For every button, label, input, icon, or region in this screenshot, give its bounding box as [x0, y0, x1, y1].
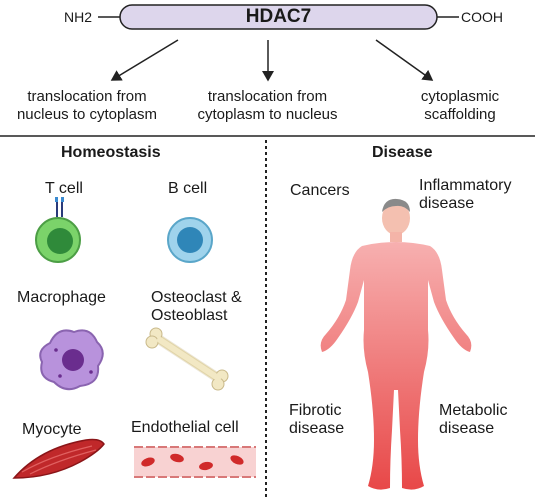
homeostasis-title: Homeostasis	[61, 144, 161, 161]
arrow-left	[110, 39, 179, 81]
osteo-label: Osteoclast &Osteoblast	[151, 289, 242, 324]
disease-cancers: Cancers	[290, 182, 350, 199]
c-terminus-label: COOH	[461, 9, 503, 25]
myocyte-label: Myocyte	[22, 421, 82, 438]
macrophage-icon	[39, 329, 104, 391]
muscle-icon	[12, 438, 105, 479]
bone-icon	[145, 327, 229, 391]
b-cell-label: B cell	[168, 180, 208, 197]
b-cell-icon	[167, 217, 213, 263]
n-terminus-label: NH2	[64, 9, 93, 25]
arrow-right	[375, 39, 434, 81]
endothelial-label: Endothelial cell	[131, 419, 239, 436]
hdac7-protein-bar	[119, 4, 438, 30]
t-cell-label: T cell	[45, 180, 83, 197]
macrophage-label: Macrophage	[17, 289, 106, 306]
protein-name: HDAC7	[245, 6, 312, 27]
blood-vessel-icon	[134, 446, 256, 478]
t-cell-icon	[35, 197, 81, 263]
disease-title: Disease	[372, 144, 433, 161]
